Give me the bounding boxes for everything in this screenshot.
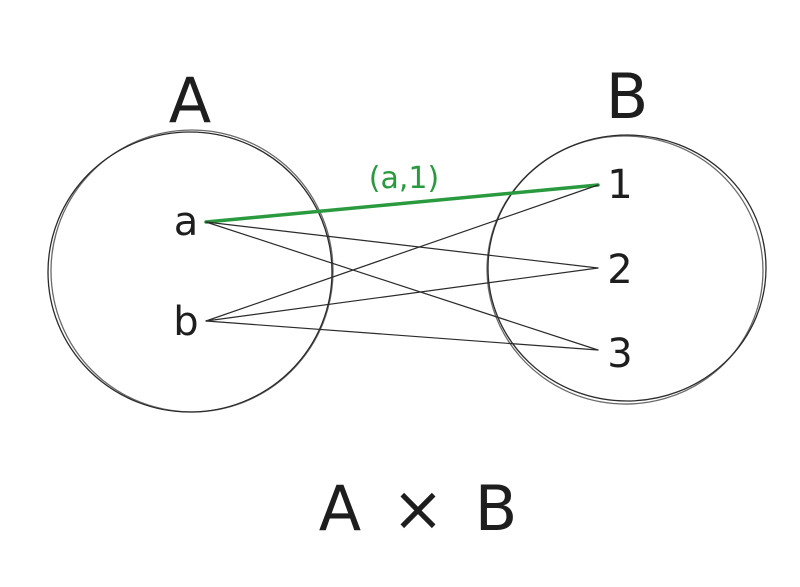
edge-b-1 [205,184,599,322]
set-b-circle [486,134,767,405]
element-b: b [173,299,198,345]
edge-b-2 [205,267,599,322]
element-1: 1 [607,162,632,208]
caption-set-b: B [475,472,518,545]
element-3: 3 [607,331,632,377]
element-2: 2 [607,247,632,293]
set-b-label: B [606,60,649,133]
edge-a-1 [204,183,600,224]
set-a-label: A [169,64,211,137]
element-a: a [174,199,199,245]
set-a-circle [47,129,334,413]
edge-b-3 [205,320,599,351]
edge-a-2 [205,221,599,269]
edge-a-3 [205,221,599,351]
edges-layer [204,183,600,351]
highlight-pair-label: (a,1) [369,161,439,196]
caption-set-a: A [319,472,361,545]
caption-operator: × [392,472,444,545]
